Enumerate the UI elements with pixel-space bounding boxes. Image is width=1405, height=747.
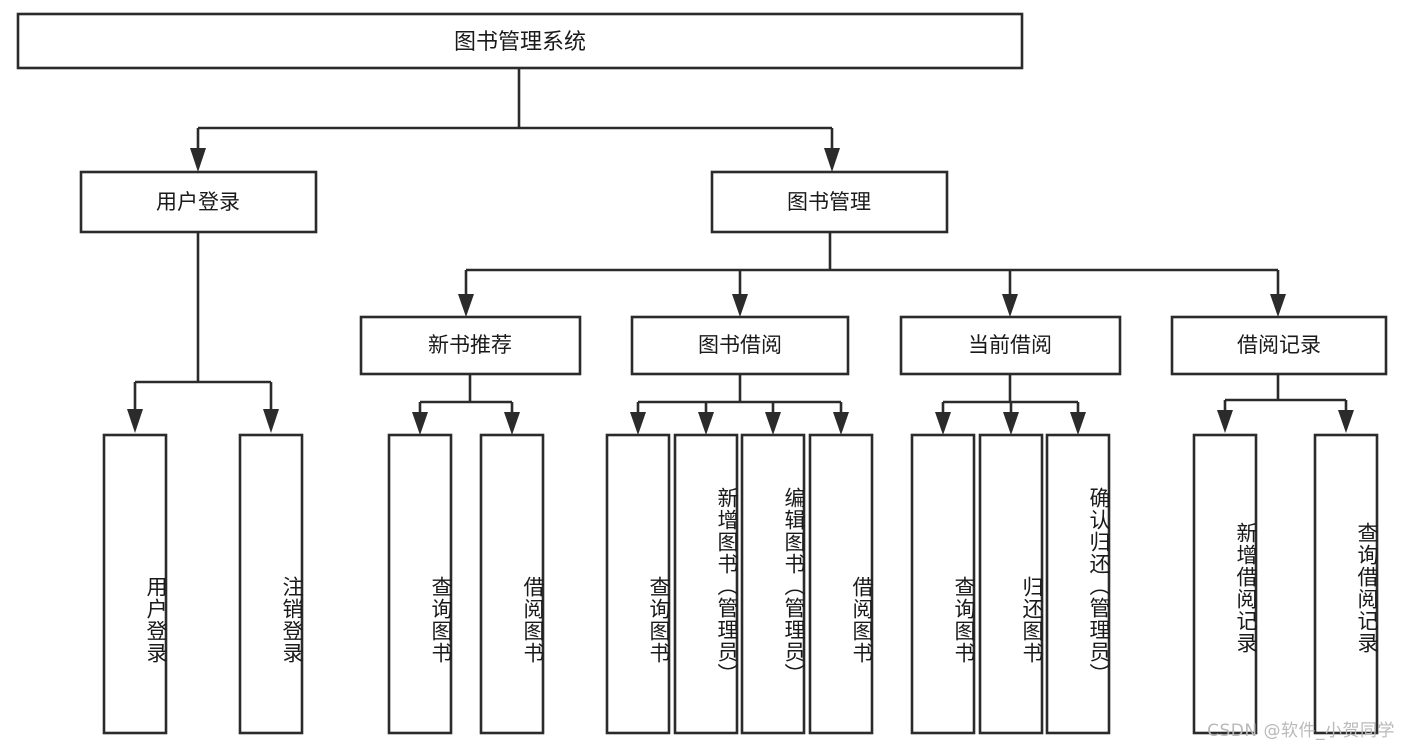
leaf-box-query-book-2[interactable]	[605, 433, 671, 735]
node-current-borrow-label: 当前借阅	[968, 333, 1052, 357]
csdn-watermark: CSDN @软件_小贺同学	[1207, 721, 1395, 741]
leaf-box-add-book[interactable]	[673, 433, 739, 735]
leaf-box-query-record[interactable]	[1313, 433, 1379, 735]
connector-root-to-level1	[190, 68, 840, 172]
node-current-borrow[interactable]: 当前借阅	[899, 315, 1122, 376]
node-root[interactable]: 图书管理系统	[16, 12, 1024, 70]
leaf-box-borrow-book-2[interactable]	[808, 433, 874, 735]
node-user-login[interactable]: 用户登录	[79, 170, 318, 234]
connector-userlogin-to-leaves	[127, 232, 279, 433]
node-book-borrow-label: 图书借阅	[698, 333, 782, 357]
leaf-box-borrow-book-1[interactable]	[479, 433, 545, 735]
leaf-box-add-record[interactable]	[1192, 433, 1258, 735]
leaf-box-user-login[interactable]	[102, 433, 168, 735]
leaf-box-query-book-1[interactable]	[387, 433, 453, 735]
node-book-management-label: 图书管理	[787, 190, 871, 214]
leaf-box-user-logout[interactable]	[238, 433, 304, 735]
connector-bookmgmt-to-level2	[458, 232, 1286, 317]
leaf-box-return-book[interactable]	[978, 433, 1044, 735]
node-borrow-record[interactable]: 借阅记录	[1170, 315, 1388, 376]
node-borrow-record-label: 借阅记录	[1237, 333, 1321, 357]
connector-bookborrow-to-leaves	[630, 374, 849, 435]
node-book-management[interactable]: 图书管理	[710, 170, 949, 234]
leaf-box-query-book-3[interactable]	[910, 433, 976, 735]
node-new-book-recommend[interactable]: 新书推荐	[359, 315, 582, 376]
connector-borrowrecord-to-leaves	[1217, 374, 1354, 433]
leaf-box-edit-book[interactable]	[740, 433, 806, 735]
node-new-book-recommend-label: 新书推荐	[428, 333, 512, 357]
connector-currentborrow-to-leaves	[935, 374, 1086, 435]
leaf-box-confirm-return[interactable]	[1045, 433, 1111, 735]
node-book-borrow[interactable]: 图书借阅	[630, 315, 850, 376]
connector-newbook-to-leaves	[412, 374, 520, 435]
node-root-label: 图书管理系统	[454, 30, 586, 55]
node-user-login-label: 用户登录	[156, 190, 240, 214]
